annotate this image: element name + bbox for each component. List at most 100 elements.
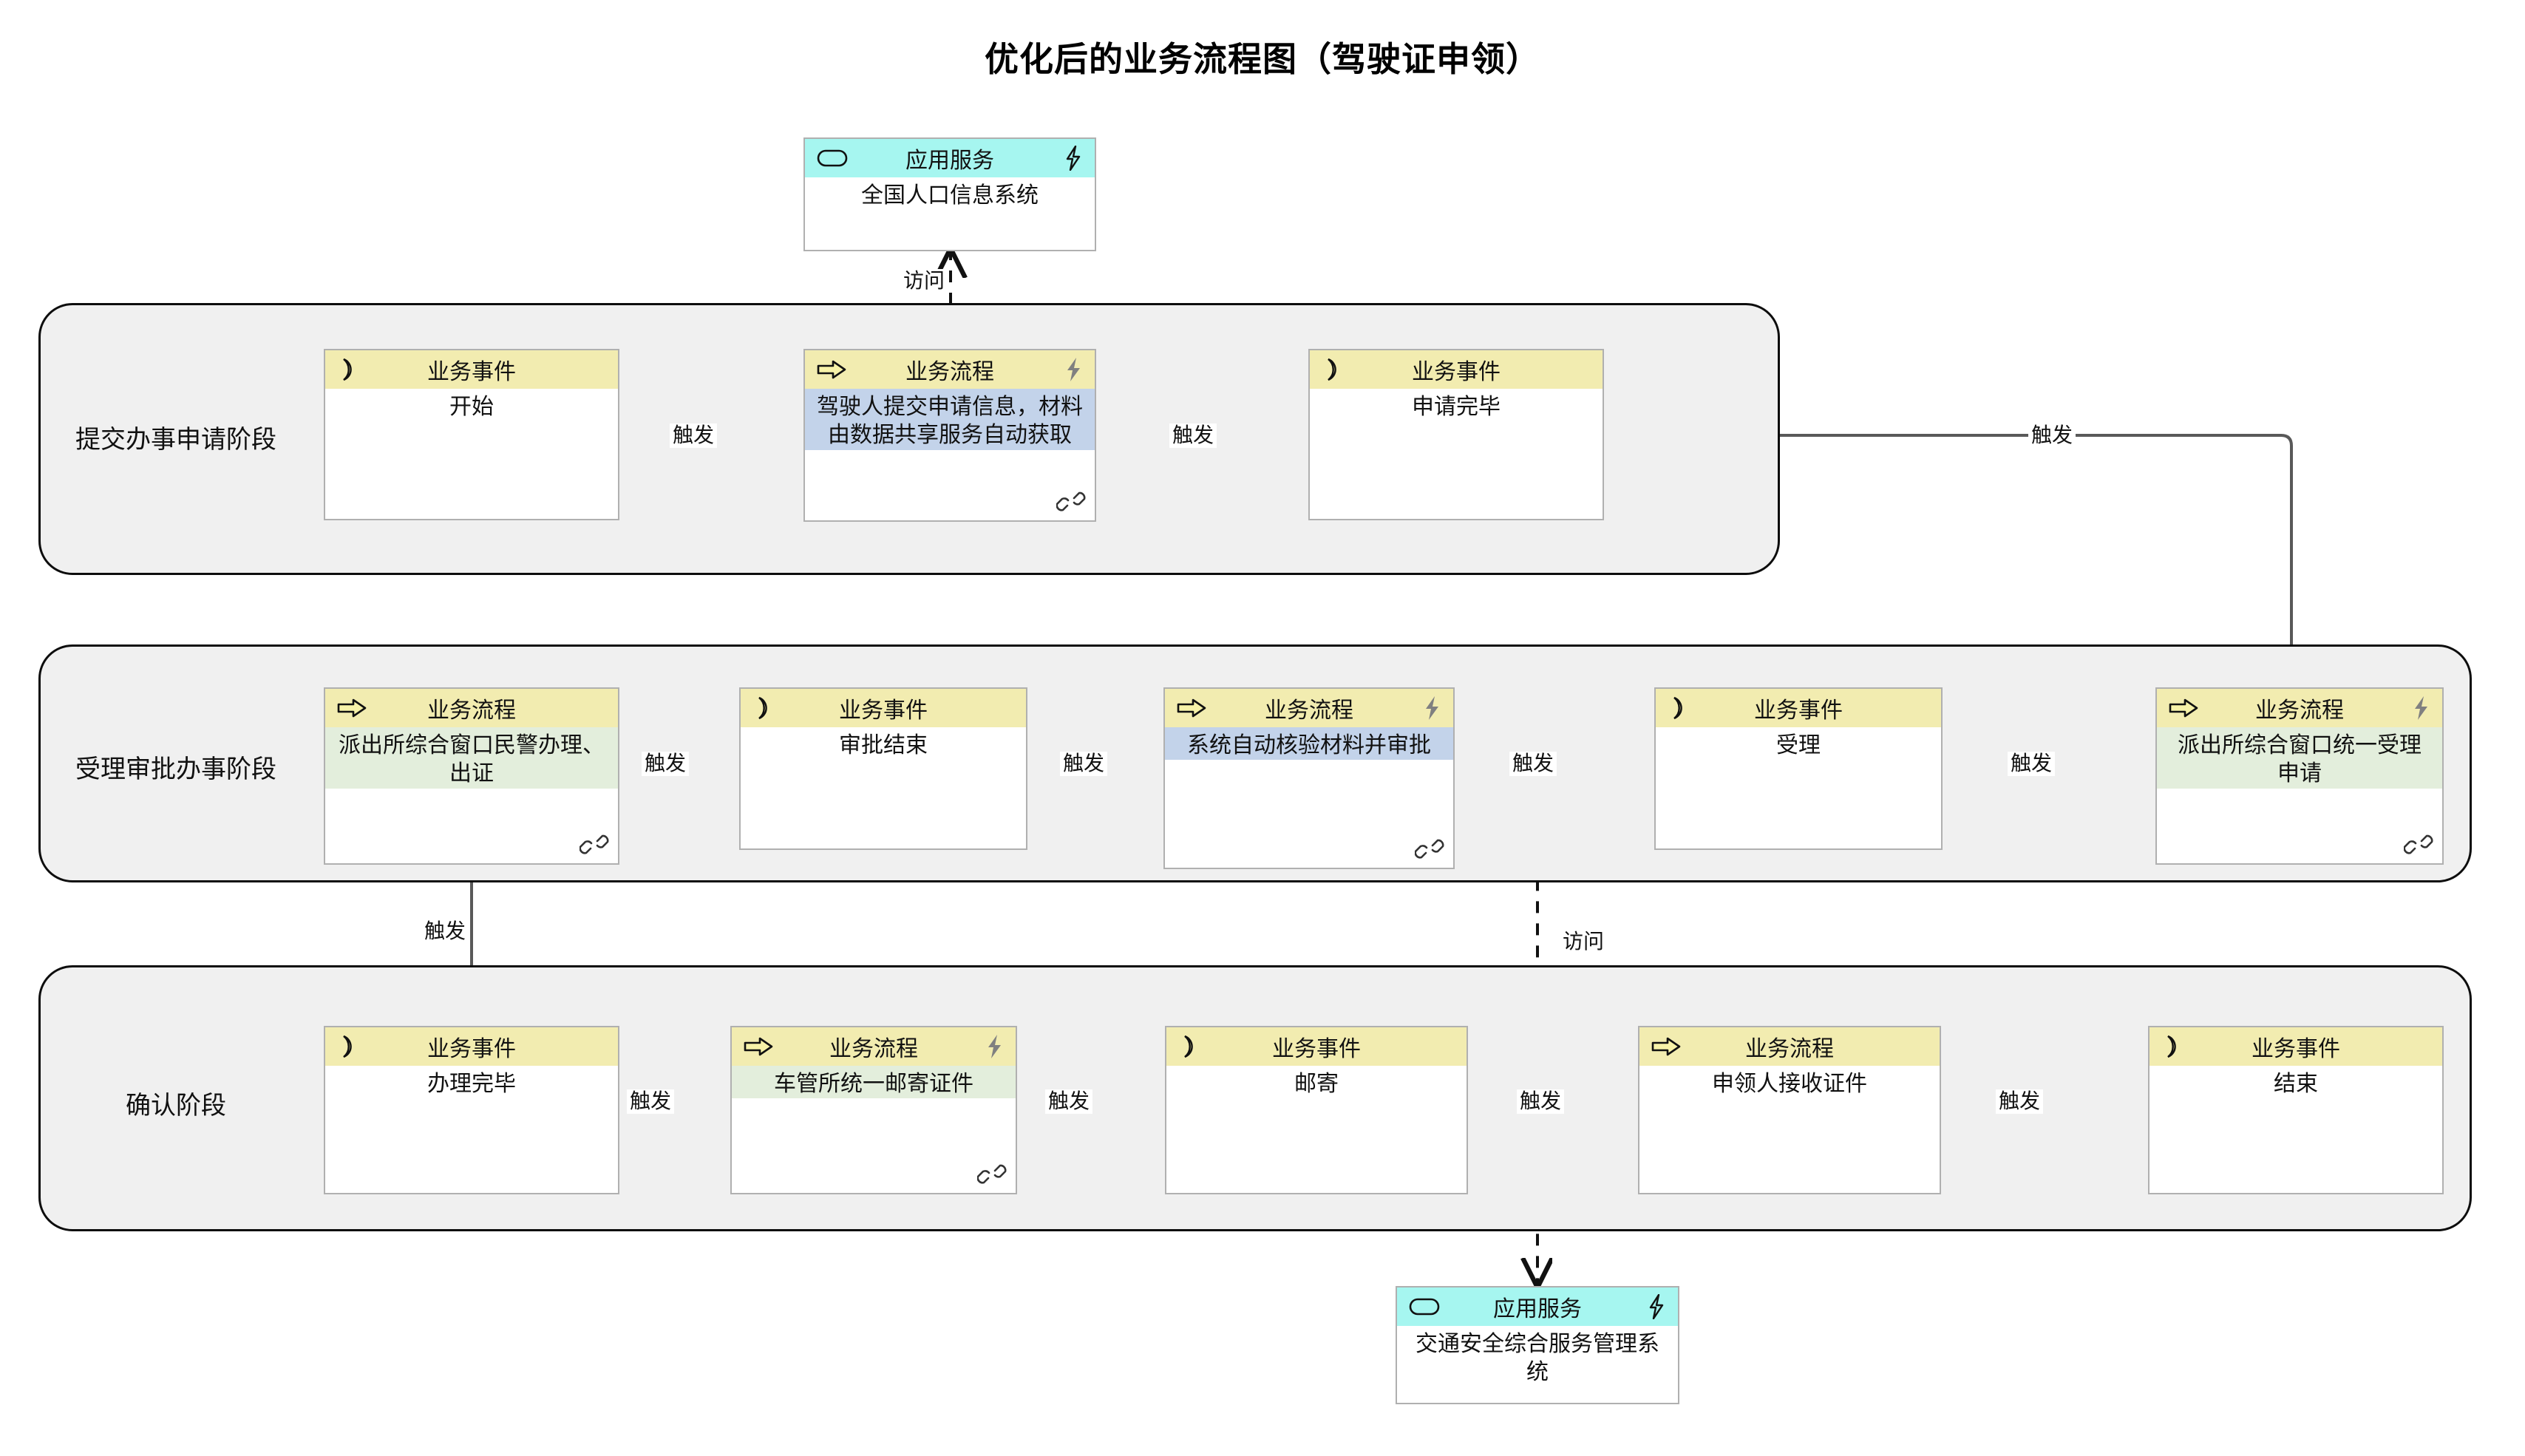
node-name: 受理 — [1656, 727, 1941, 761]
edge-label-trigger: 触发 — [627, 1089, 675, 1114]
node-type-label: 业务事件 — [1412, 360, 1501, 384]
lightning-bolt-icon — [1062, 145, 1084, 171]
chain-link-icon — [579, 832, 609, 857]
business-process-unified-acceptance-application[interactable]: 业务流程 派出所综合窗口统一受理申请 — [2155, 687, 2444, 865]
node-header: 业务流程 — [732, 1027, 1016, 1066]
node-type-label: 业务流程 — [2255, 698, 2344, 723]
node-type-label: 业务事件 — [427, 360, 516, 384]
node-header: 业务事件 — [1656, 689, 1941, 727]
business-event-mail[interactable]: 业务事件 邮寄 — [1165, 1026, 1468, 1194]
node-header: 业务流程 — [325, 689, 618, 727]
process-arrow-icon — [744, 1034, 775, 1059]
application-service-traffic-safety[interactable]: 应用服务 交通安全综合服务管理系统 — [1396, 1286, 1679, 1404]
edge-label-trigger: 触发 — [1045, 1089, 1093, 1114]
business-event-start[interactable]: 业务事件 开始 — [324, 349, 619, 520]
group-label-acceptance-approval: 受理审批办事阶段 — [75, 755, 276, 783]
edge-label-trigger: 触发 — [670, 423, 718, 448]
business-process-vehicle-office-mail-certificate[interactable]: 业务流程 车管所统一邮寄证件 — [730, 1026, 1017, 1194]
event-crescent-icon — [1322, 357, 1353, 382]
node-header: 业务事件 — [741, 689, 1026, 727]
edge-label-trigger: 触发 — [2028, 423, 2076, 448]
chain-link-icon — [976, 1162, 1007, 1187]
node-name: 系统自动核验材料并审批 — [1165, 727, 1453, 761]
node-type-label: 业务流程 — [1745, 1037, 1834, 1061]
node-type-label: 业务事件 — [427, 1037, 516, 1061]
node-name: 申请完毕 — [1310, 389, 1603, 422]
process-arrow-icon — [1651, 1034, 1682, 1059]
node-name: 邮寄 — [1166, 1066, 1467, 1099]
event-crescent-icon — [752, 695, 784, 721]
edge-label-trigger: 触发 — [421, 919, 469, 944]
node-header: 业务流程 — [2157, 689, 2442, 727]
node-type-label: 业务流程 — [1265, 698, 1353, 723]
lightning-bolt-icon — [1062, 356, 1084, 383]
group-label-confirmation: 确认阶段 — [126, 1092, 226, 1120]
service-rounded-rect-icon — [1409, 1294, 1440, 1319]
business-event-end[interactable]: 业务事件 结束 — [2148, 1026, 2444, 1194]
node-name: 办理完毕 — [325, 1066, 618, 1099]
node-type-label: 业务事件 — [2252, 1037, 2340, 1061]
node-name: 派出所综合窗口统一受理申请 — [2157, 727, 2442, 789]
process-arrow-icon — [1177, 695, 1208, 721]
node-type-label: 应用服务 — [905, 149, 994, 173]
lightning-bolt-icon — [2410, 695, 2432, 721]
node-type-label: 应用服务 — [1493, 1297, 1582, 1321]
group-label-submit-application: 提交办事申请阶段 — [75, 426, 276, 454]
lightning-bolt-icon — [1645, 1293, 1668, 1320]
event-crescent-icon — [337, 357, 368, 382]
chain-link-icon — [2403, 832, 2433, 857]
node-header: 业务事件 — [2150, 1027, 2442, 1066]
process-arrow-icon — [337, 695, 368, 721]
business-process-police-handle-issue[interactable]: 业务流程 派出所综合窗口民警办理、出证 — [324, 687, 619, 865]
application-service-national-population[interactable]: 应用服务 全国人口信息系统 — [803, 137, 1096, 251]
node-name: 驾驶人提交申请信息，材料由数据共享服务自动获取 — [805, 389, 1095, 450]
event-crescent-icon — [1668, 695, 1699, 721]
edge-label-access: 访问 — [1560, 930, 1608, 954]
lightning-bolt-icon — [1421, 695, 1443, 721]
node-header: 应用服务 — [1397, 1287, 1678, 1326]
node-name: 车管所统一邮寄证件 — [732, 1066, 1016, 1099]
node-type-label: 业务事件 — [839, 698, 928, 723]
node-name: 派出所综合窗口民警办理、出证 — [325, 727, 618, 789]
node-header: 应用服务 — [805, 139, 1095, 177]
event-crescent-icon — [337, 1034, 368, 1059]
node-type-label: 业务流程 — [829, 1037, 918, 1061]
node-header: 业务事件 — [1310, 350, 1603, 389]
node-name: 全国人口信息系统 — [805, 177, 1095, 211]
business-event-acceptance[interactable]: 业务事件 受理 — [1654, 687, 1943, 850]
edge-label-trigger: 触发 — [1996, 1089, 2044, 1114]
process-arrow-icon — [2169, 695, 2200, 721]
node-type-label: 业务事件 — [1754, 698, 1843, 723]
node-name: 申领人接收证件 — [1639, 1066, 1940, 1099]
edge-label-trigger: 触发 — [642, 752, 690, 776]
process-arrow-icon — [817, 357, 848, 382]
edge-label-trigger: 触发 — [1509, 752, 1557, 776]
node-type-label: 业务流程 — [427, 698, 516, 723]
business-process-driver-submits-application[interactable]: 业务流程 驾驶人提交申请信息，材料由数据共享服务自动获取 — [803, 349, 1096, 522]
business-event-approval-finished[interactable]: 业务事件 审批结束 — [739, 687, 1027, 850]
node-name: 审批结束 — [741, 727, 1026, 761]
node-header: 业务流程 — [1165, 689, 1453, 727]
business-process-applicant-receives-certificate[interactable]: 业务流程 申领人接收证件 — [1638, 1026, 1941, 1194]
node-type-label: 业务流程 — [905, 360, 994, 384]
node-name: 交通安全综合服务管理系统 — [1397, 1326, 1678, 1387]
chain-link-icon — [1056, 489, 1086, 514]
service-rounded-rect-icon — [817, 146, 848, 171]
node-header: 业务事件 — [325, 350, 618, 389]
business-process-system-auto-verify-approve[interactable]: 业务流程 系统自动核验材料并审批 — [1163, 687, 1455, 869]
business-event-handling-complete[interactable]: 业务事件 办理完毕 — [324, 1026, 619, 1194]
chain-link-icon — [1414, 837, 1444, 862]
business-event-application-complete[interactable]: 业务事件 申请完毕 — [1308, 349, 1604, 520]
page-title: 优化后的业务流程图（驾驶证申领） — [985, 40, 1540, 78]
node-name: 结束 — [2150, 1066, 2442, 1099]
event-crescent-icon — [1178, 1034, 1209, 1059]
node-header: 业务流程 — [805, 350, 1095, 389]
node-header: 业务流程 — [1639, 1027, 1940, 1066]
node-header: 业务事件 — [325, 1027, 618, 1066]
node-type-label: 业务事件 — [1272, 1037, 1361, 1061]
edge-label-trigger: 触发 — [2008, 752, 2056, 776]
lightning-bolt-icon — [983, 1033, 1005, 1060]
node-header: 业务事件 — [1166, 1027, 1467, 1066]
edge-label-trigger: 触发 — [1517, 1089, 1565, 1114]
